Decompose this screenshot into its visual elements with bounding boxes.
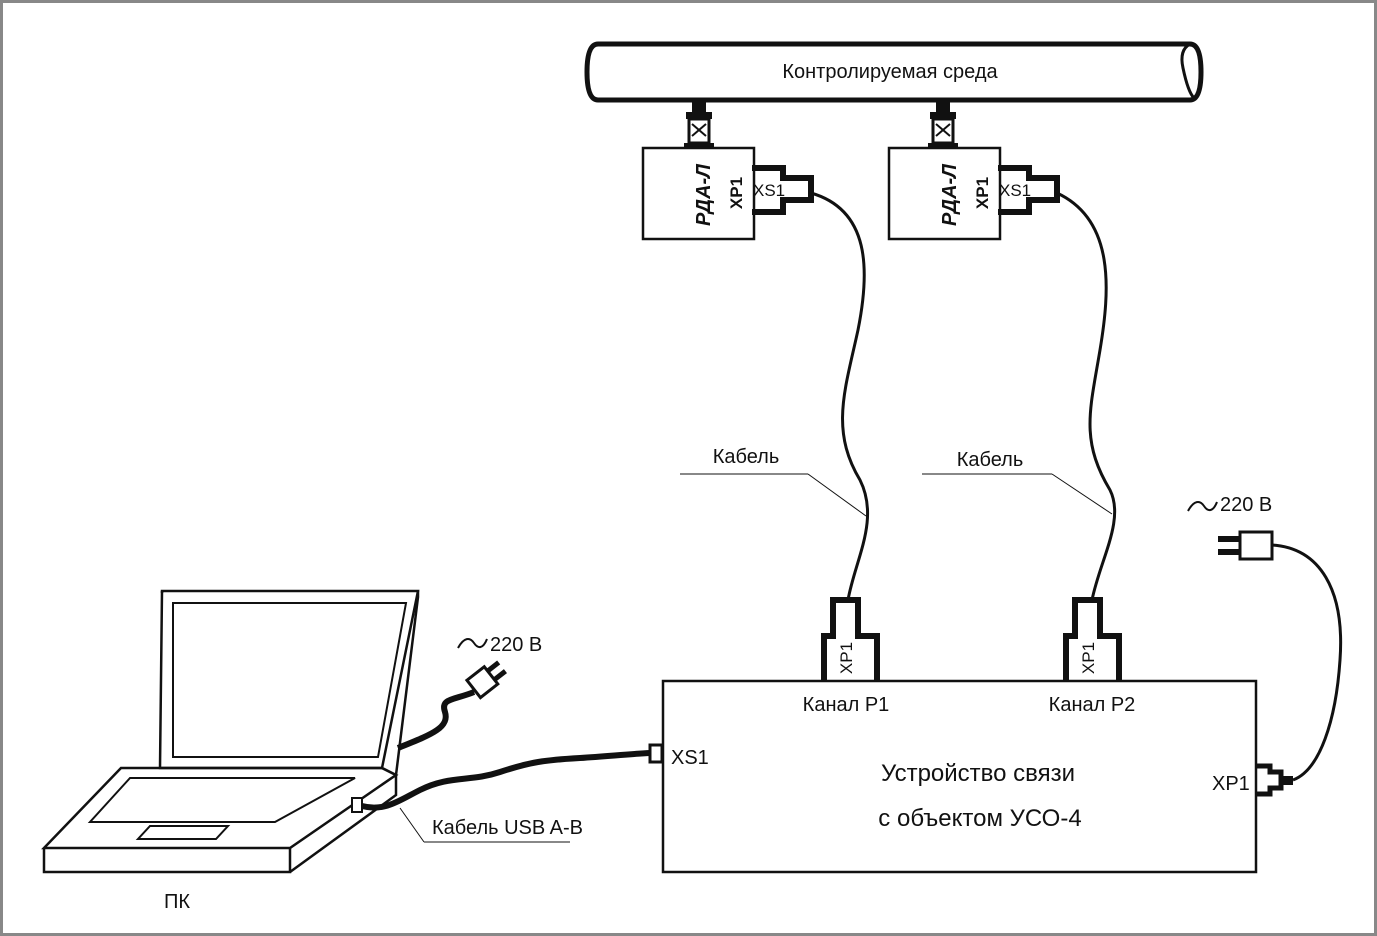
channel-1-plug-label: XP1	[837, 642, 856, 674]
sensor-1-name: РДА-Л	[693, 163, 715, 226]
cable-channel-1	[810, 191, 870, 601]
sensor-rda-l-2: РДА-Л XP1 XS1	[887, 100, 1060, 241]
pc-label: ПК	[164, 891, 190, 913]
device-power-cable	[1271, 543, 1343, 782]
laptop-pc: ПК	[41, 589, 420, 913]
cable-1-callout: Кабель	[680, 446, 867, 517]
sensor-1-xs1-connector: XS1	[752, 165, 814, 215]
cable-1-label: Кабель	[713, 446, 780, 468]
controlled-medium-pipe: Контролируемая среда	[584, 41, 1204, 103]
laptop-base	[41, 766, 399, 850]
pc-power-tilde-icon	[457, 638, 488, 649]
uso-4-device: XP1 XP1 Канал P1 Канал P2 Устройство свя…	[648, 597, 1293, 874]
channel-1-plug: XP1	[821, 597, 880, 681]
laptop-touchpad	[135, 825, 231, 840]
device-usb-port: XS1	[648, 743, 709, 769]
device-power-tilde-icon	[1187, 501, 1218, 512]
sensor-2-xp1-label: XP1	[973, 177, 992, 209]
sensor-rda-l-1: РДА-Л XP1 XS1	[641, 100, 814, 241]
sensor-2-xs1-connector: XS1	[998, 165, 1060, 215]
sensor-2-name: РДА-Л	[939, 163, 961, 226]
pipe-label: Контролируемая среда	[782, 61, 998, 83]
sensor-1-xs1-label: XS1	[753, 181, 785, 200]
device-power-port-label: XP1	[1212, 773, 1250, 795]
device-power-plug: 220 В	[1187, 494, 1343, 782]
sensor-1-xp1-label: XP1	[727, 177, 746, 209]
pc-power-voltage: 220 В	[490, 634, 542, 656]
pc-power-plug: 220 В	[396, 634, 542, 751]
device-usb-port-label: XS1	[671, 747, 709, 769]
sensor-2-pipe-fitting	[928, 100, 958, 148]
sensor-1-body	[641, 146, 756, 241]
device-title-line-1: Устройство связи	[881, 760, 1075, 787]
cable-2-callout: Кабель	[922, 449, 1113, 515]
usb-cable-label: Кабель USB A-B	[432, 817, 583, 839]
channel-2-plug: XP1	[1063, 597, 1122, 681]
cable-channel-2	[1056, 191, 1117, 601]
channel-2-plug-label: XP1	[1079, 642, 1098, 674]
device-power-port: XP1	[1212, 763, 1293, 797]
device-title-line-2: с объектом УСО-4	[878, 805, 1081, 832]
channel-2-label: Канал P2	[1049, 694, 1136, 716]
laptop-keyboard	[87, 777, 356, 823]
device-body	[661, 679, 1258, 874]
laptop-usb-port	[351, 797, 363, 813]
device-power-voltage: 220 В	[1220, 494, 1272, 516]
channel-1-label: Канал P1	[803, 694, 890, 716]
sensor-1-pipe-fitting	[684, 100, 714, 148]
cable-2-label: Кабель	[957, 449, 1024, 471]
sensor-2-xs1-label: XS1	[999, 181, 1031, 200]
sensor-2-body	[887, 146, 1002, 241]
usb-cable: Кабель USB A-B	[361, 750, 651, 843]
